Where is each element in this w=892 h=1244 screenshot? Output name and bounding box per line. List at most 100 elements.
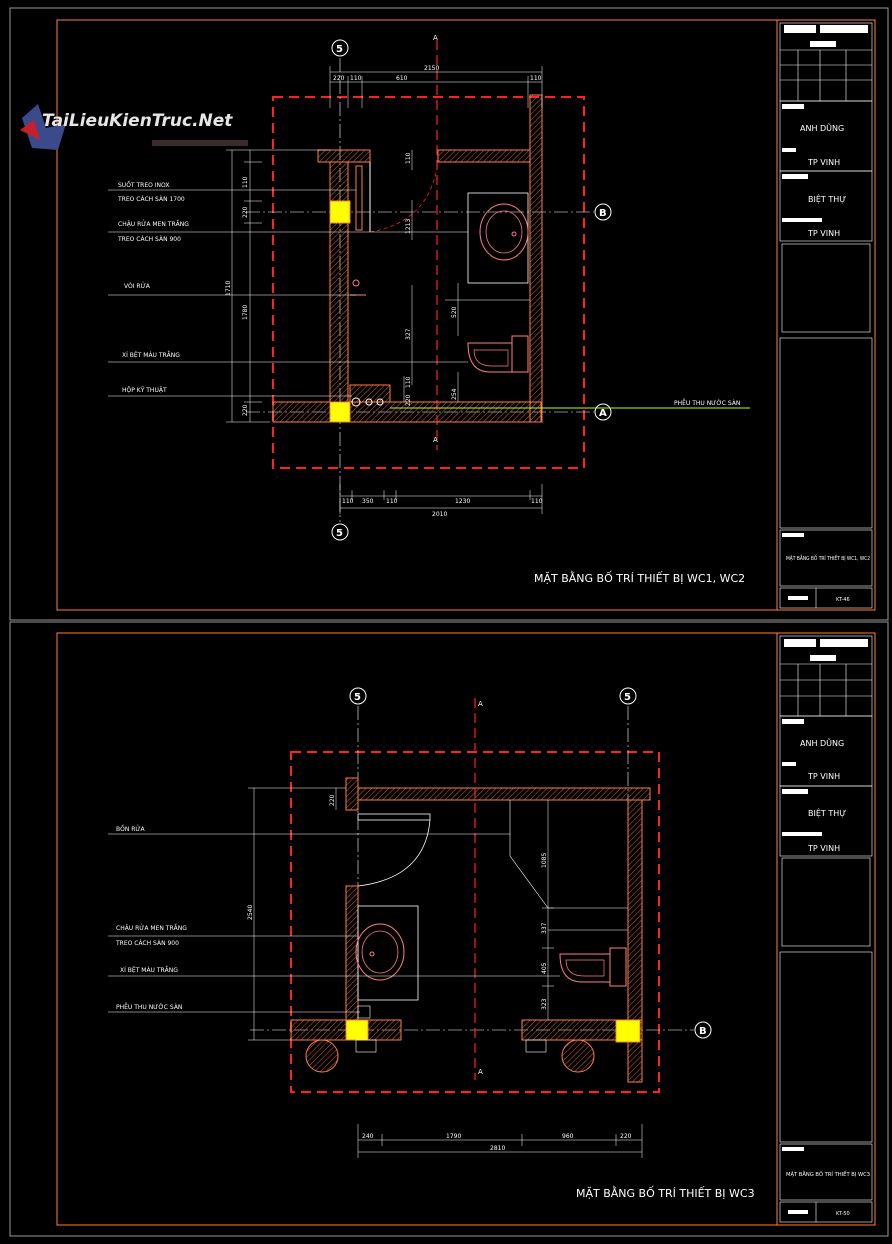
sheet1-outer-border [9,7,889,621]
sheet1-cut-bottom: A [433,436,438,444]
sheet1-grid-5-bottom [331,523,349,541]
label-floor-drain-2: PHỄU THU NƯỚC SÀN [116,1003,182,1011]
sheet1-tb-drawing: MẶT BẰNG BỐ TRÍ THIẾT BỊ WC1, WC2 [786,554,870,562]
label-basin: CHẬU RỬA MEN TRẮNG [118,220,189,228]
sheet2-grid-5-left-label: 5 [354,692,361,703]
sheet1-dims-left [226,149,330,423]
sheet2-round-pile-left [305,1039,339,1073]
sheet1-tb-sheet: KT-46 [836,597,850,603]
dim-bottom-4: 110 [531,498,543,505]
dim-mid-1213: 1213 [405,219,412,234]
dim-left-4: 220 [242,404,249,416]
sheet1-grid-5-bottom-label: 5 [336,528,343,539]
sheet1-drain-label: PHỄU THU NƯỚC SÀN [674,399,740,407]
sheet2-walls [290,777,651,1083]
sheet1-column-lower [329,401,351,423]
sheet2-dims-bottom [357,1124,643,1158]
sheet1-boundary [272,96,585,469]
sheet-1: TaiLieuKienTruc.Net 5 5 B A A A [9,7,889,621]
sheet2-dim-bottom-total: 2810 [490,1145,505,1152]
sheet1-dims-bottom [339,484,543,514]
sheet-2: 5 5 B A A [9,621,889,1237]
dim-bottom-2: 110 [386,498,398,505]
sheet2-toilet-icon [559,947,627,987]
dim-left-3: 1780 [242,305,249,320]
sheet2-leaders [108,833,560,1013]
sheet1-dims-mid [403,150,459,402]
dim-mid-0: 110 [405,152,412,164]
sheet1-tb-client: ANH DŨNG [800,122,844,133]
sheet1-tb-location2: TP VINH [807,229,840,238]
sheet2-column-right [615,1019,641,1043]
sheet2-dim-mid-1: 337 [541,922,548,934]
sheet1-grid-b [594,203,612,221]
sheet2-shower-outline [509,800,628,909]
label-towel-rail: SUỐT TREO INOX [118,181,169,189]
dim-left-0: 110 [242,176,249,188]
sheet1-inner-border [56,19,876,611]
sheet2-titleblock: ANH DŨNG TP VINH BIỆT THỰ TP VINH MẶT BẰ… [776,632,876,1226]
sheet2-tb-project: BIỆT THỰ [808,807,846,819]
label-basin-height-2: TREO CÁCH SÀN 900 [115,940,179,947]
sheet2-basin-counter [357,905,419,1001]
dim-mid-4: 110 [405,376,412,388]
sheet2-tb-sheet: KT-50 [836,1211,850,1217]
sheet1-title: MẶT BẰNG BỐ TRÍ THIẾT BỊ WC1, WC2 [534,571,745,585]
dim-mid-3: 254 [451,388,458,400]
sheet1-grid-5-top [331,39,349,57]
sheet2-grid-5-right [619,687,637,705]
label-basin-height: TREO CÁCH SÀN 900 [117,236,181,243]
dim-bottom-3: 1230 [455,498,470,505]
sheet2-dim-bottom-2: 960 [562,1133,574,1140]
sheet2-dim-bottom-1: 1790 [446,1133,461,1140]
dim-mid-2: 327 [405,328,412,340]
sheet1-basin-icon [479,203,529,261]
sheet2-dim-left-0: 220 [329,794,336,806]
sheet1-faucet-icon [350,279,366,296]
sheet2-outer-border [9,621,889,1237]
dim-top-3: 110 [530,75,542,82]
sheet2-door-swing [357,819,431,887]
dim-bottom-1: 350 [362,498,374,505]
sheet1-door-swing [369,161,439,233]
sheet2-dim-mid-3: 323 [541,998,548,1010]
sheet1-grid-a-label: A [599,408,607,419]
sheet2-cut-top: A [478,700,483,708]
sheet2-grid-5-right-label: 5 [624,692,631,703]
watermark-text: TaiLieuKienTruc.Net [42,111,233,131]
sheet2-door-leaf [357,813,431,821]
sheet2-round-pile-right [561,1039,595,1073]
sheet2-dims-mid [542,800,554,1020]
sheet2-dims-left [248,787,346,1041]
sheet2-dim-mid-0: 1085 [541,853,548,868]
sheet2-title: MẶT BẰNG BỐ TRÍ THIẾT BỊ WC3 [576,1186,755,1200]
sheet1-tb-location1: TP VINH [807,158,840,167]
sheet2-tb-client: ANH DŨNG [800,737,844,748]
sheet1-toilet-icon [467,335,529,373]
sheet1-column-upper [329,200,351,224]
label-toilet: XÍ BỆT MÀU TRẮNG [122,351,180,359]
label-shaft: HỘP KỸ THUẬT [122,387,167,394]
sheet1-grid-b-label: B [599,208,607,219]
sheet2-dim-left-total: 2540 [247,905,254,920]
sheet2-dim-bottom-3: 220 [620,1133,632,1140]
sheet2-grid-5-left [349,687,367,705]
sheet2-cut-bottom: A [478,1068,483,1076]
label-towel-height: TREO CÁCH SÀN 1700 [117,196,185,203]
label-faucet: VÒI RỬA [124,282,151,290]
sheet2-dim-mid-2: 405 [541,962,548,974]
sheet1-grid-5-top-label: 5 [336,44,343,55]
sheet1-dims-top [329,66,543,108]
sheet2-column-left [345,1019,369,1041]
sheet2-grid-b-label: B [699,1026,707,1037]
label-basin-2: CHẬU RỬA MEN TRẮNG [116,924,187,932]
dim-top-2: 610 [396,75,408,82]
sheet1-tb-project: BIỆT THỰ [808,193,846,205]
sheet2-basin-icon [355,923,405,981]
sheet1-basin-counter [467,192,529,284]
sheet1-shaft-icon [351,397,384,407]
label-toilet-2: XÍ BỆT MÀU TRẮNG [120,966,178,974]
sheet2-grid-b [694,1021,712,1039]
sheet2-tb-location1: TP VINH [807,772,840,781]
